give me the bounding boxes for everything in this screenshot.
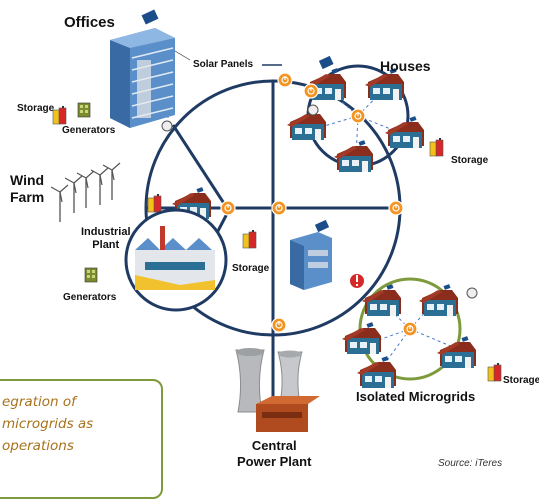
wind-turbine-icon: [50, 162, 121, 223]
house-icon: [334, 140, 373, 172]
connection-node-icon: [271, 200, 287, 216]
office-building-icon: [110, 28, 175, 128]
connection-node-icon: [388, 200, 404, 216]
integration-note-box: egration of microgrids as operations: [0, 379, 163, 499]
battery-storage-icon: [487, 362, 502, 382]
storage-center-label: Storage: [232, 263, 270, 274]
storage-isolated-label: Storage: [503, 375, 539, 386]
battery-storage-icon: [52, 105, 67, 125]
houses-microgrid: [287, 64, 444, 172]
storage-offices-label: Storage: [17, 103, 55, 114]
generator-icon: [84, 267, 98, 283]
microgrid-diagram: [50, 9, 502, 432]
solar-panel-icon: [141, 9, 334, 70]
connection-node-icon: [277, 72, 293, 88]
industrial-plant-label: Industrial Plant: [81, 226, 131, 251]
house-icon: [437, 336, 476, 368]
grid-nodes: [161, 72, 404, 333]
central-power-plant-label: Central Power Plant: [237, 438, 312, 469]
house-icon: [385, 116, 424, 148]
factory-icon: [135, 226, 215, 290]
offices-label: Offices: [64, 14, 115, 31]
wind-farm-label: Wind Farm: [10, 172, 45, 205]
gauge-icon: [307, 104, 319, 116]
connection-node-icon: [350, 108, 366, 124]
office-building-icon: [290, 219, 332, 290]
battery-storage-icon: [242, 229, 257, 249]
solar-panels-label: Solar Panels: [193, 59, 254, 70]
gauge-icon: [161, 120, 173, 132]
house-icon: [287, 108, 326, 140]
generators-offices-label: Generators: [62, 125, 116, 136]
houses-label: Houses: [380, 58, 431, 74]
industrial-microgrid: [84, 208, 228, 312]
generator-icon: [77, 102, 91, 118]
battery-storage-icon: [147, 193, 162, 213]
storage-houses-label: Storage: [451, 155, 489, 166]
connection-node-icon: [271, 317, 287, 333]
isolated-microgrids-label: Isolated Microgrids: [356, 389, 476, 404]
gauge-icon: [466, 287, 478, 299]
source-caption: Source: iTeres: [438, 458, 503, 469]
generators-plant-label: Generators: [63, 292, 117, 303]
house-icon: [357, 356, 396, 388]
connection-node-icon: [402, 321, 418, 337]
warning-icon: [350, 274, 364, 288]
integration-note-text: egration of microgrids as operations: [2, 394, 94, 454]
battery-storage-icon: [429, 137, 444, 157]
isolated-microgrid: [342, 277, 502, 388]
connection-node-icon: [220, 200, 236, 216]
connection-node-icon: [303, 83, 319, 99]
power-plant-icon: [235, 348, 320, 432]
